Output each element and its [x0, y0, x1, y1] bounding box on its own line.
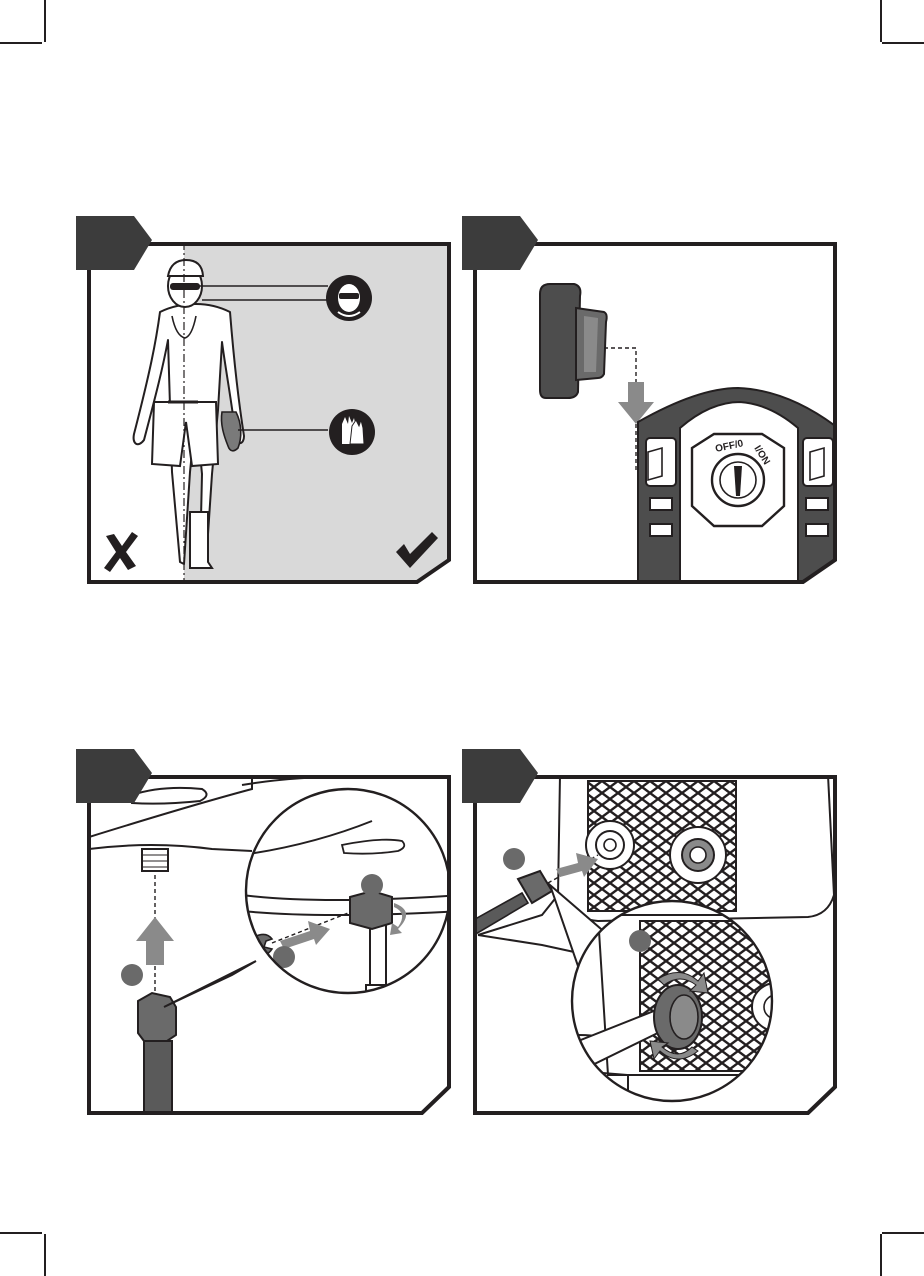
step-tab	[76, 749, 152, 803]
hose-fitting	[138, 993, 176, 1125]
boot	[190, 512, 212, 568]
step-tab	[76, 216, 152, 270]
crop-mark	[0, 42, 42, 44]
step-marker-a	[503, 848, 525, 870]
panel-connect-outlet-hose	[72, 745, 452, 1125]
panel-connect-inlet-hose	[458, 745, 838, 1125]
pump-outlet-thread	[142, 849, 168, 871]
crop-mark	[0, 1232, 42, 1234]
union-nut	[350, 891, 392, 929]
crop-mark	[880, 1234, 882, 1276]
step-tab	[462, 216, 538, 270]
step-marker-a	[121, 964, 143, 986]
eye-protection-icon	[326, 275, 372, 321]
helmet	[168, 260, 203, 276]
step-marker-b	[361, 874, 383, 896]
pressure-outlet	[670, 827, 726, 883]
handle-clip	[540, 284, 607, 398]
crop-mark	[44, 1234, 46, 1276]
cross-mark-icon	[104, 532, 138, 572]
crop-mark	[880, 0, 882, 42]
inlet-coupling	[654, 985, 702, 1049]
panel-protective-equipment	[72, 212, 452, 592]
crop-mark	[882, 1232, 924, 1234]
crop-mark	[882, 42, 924, 44]
panel-fit-handle-clip: OFF/0 I/ON	[458, 212, 838, 592]
safety-glasses	[170, 283, 200, 290]
step-marker-b	[629, 930, 651, 952]
step-tab	[462, 749, 538, 803]
crop-mark	[44, 0, 46, 42]
up-arrow	[136, 917, 174, 965]
gloves-icon	[329, 409, 375, 455]
